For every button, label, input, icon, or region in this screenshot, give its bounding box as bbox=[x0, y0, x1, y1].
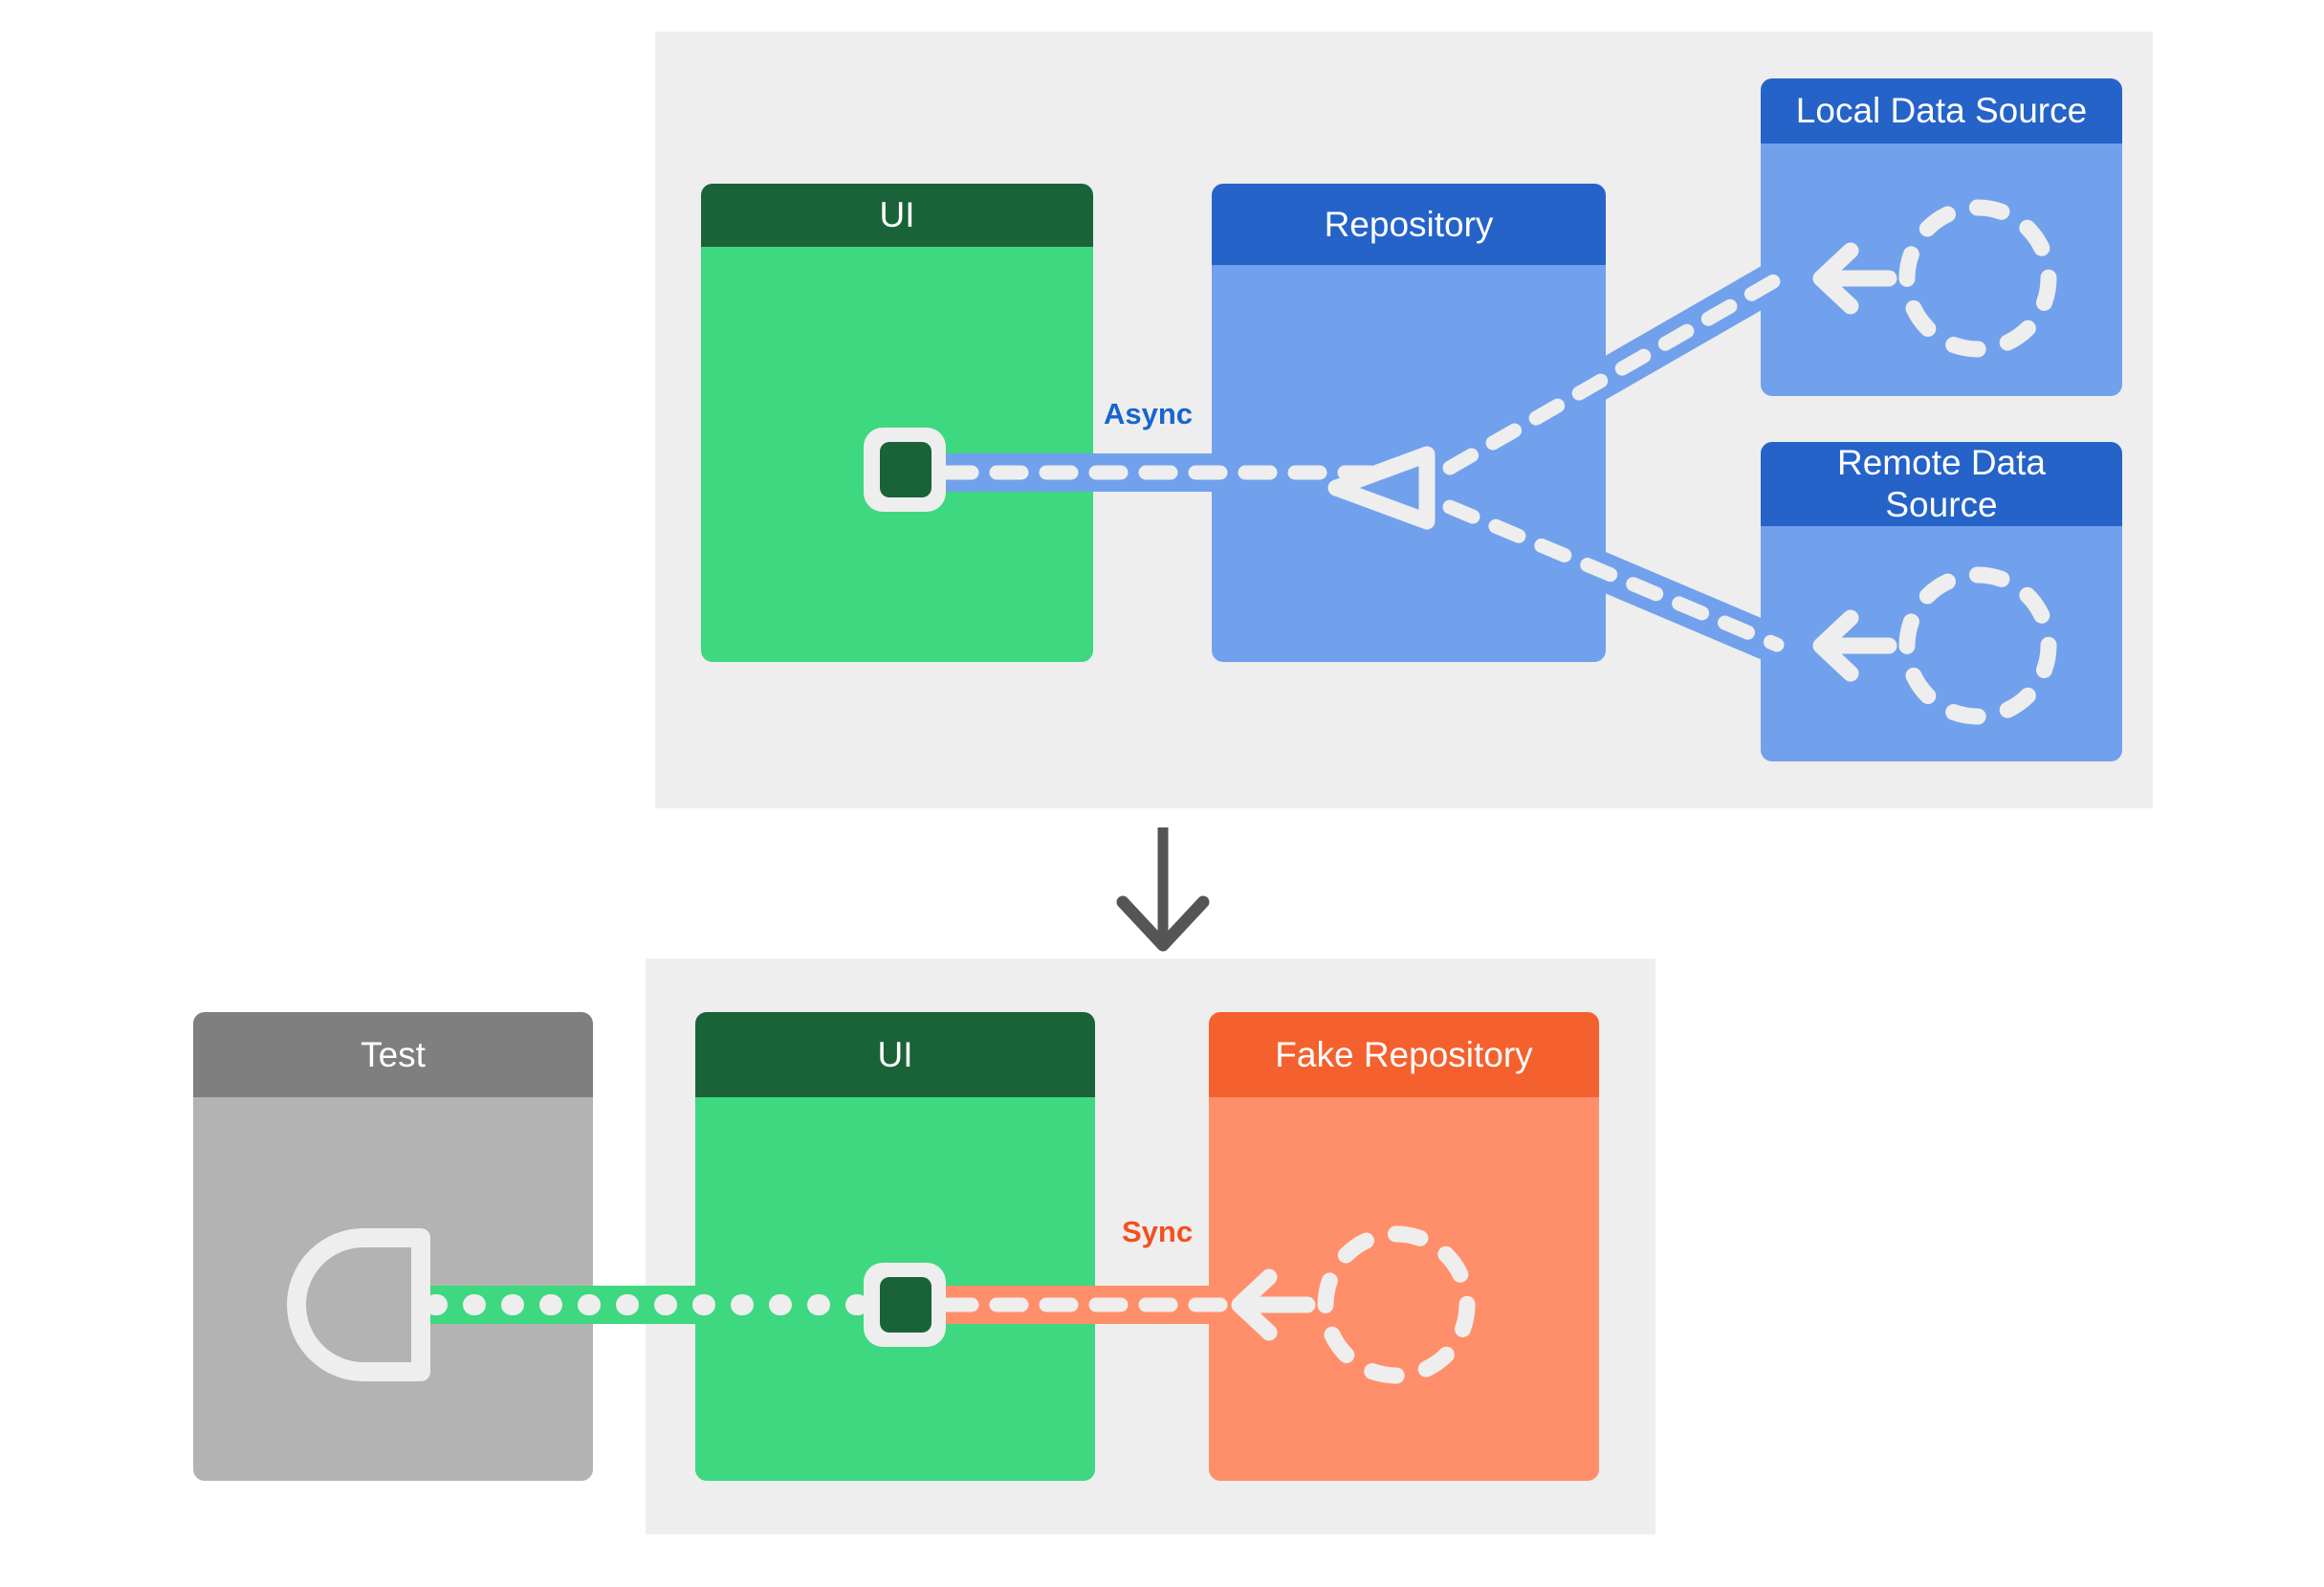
card-title-ui-test: UI bbox=[695, 1012, 1095, 1097]
card-body-fake-repository bbox=[1209, 1097, 1599, 1481]
card-repository[interactable]: Repository bbox=[1212, 184, 1606, 662]
card-test[interactable]: Test bbox=[193, 1012, 593, 1481]
card-local-data-source[interactable]: Local Data Source bbox=[1761, 78, 2122, 396]
card-body-local-data-source bbox=[1761, 143, 2122, 396]
down-arrow-icon bbox=[1116, 827, 1210, 952]
card-body-repository bbox=[1212, 265, 1606, 662]
card-title-fake-repository: Fake Repository bbox=[1209, 1012, 1599, 1097]
card-body-ui-production bbox=[701, 247, 1093, 662]
card-fake-repository[interactable]: Fake Repository bbox=[1209, 1012, 1599, 1481]
card-title-test: Test bbox=[193, 1012, 593, 1097]
edge-label-async: Async bbox=[1104, 397, 1194, 430]
card-title-local-data-source: Local Data Source bbox=[1761, 78, 2122, 143]
card-body-test bbox=[193, 1097, 593, 1481]
card-body-remote-data-source bbox=[1761, 526, 2122, 761]
card-title-ui-production: UI bbox=[701, 184, 1093, 247]
card-ui-test[interactable]: UI bbox=[695, 1012, 1095, 1481]
card-title-repository: Repository bbox=[1212, 184, 1606, 265]
card-ui-production[interactable]: UI bbox=[701, 184, 1093, 662]
card-body-ui-test bbox=[695, 1097, 1095, 1481]
edge-label-sync: Sync bbox=[1122, 1215, 1194, 1248]
